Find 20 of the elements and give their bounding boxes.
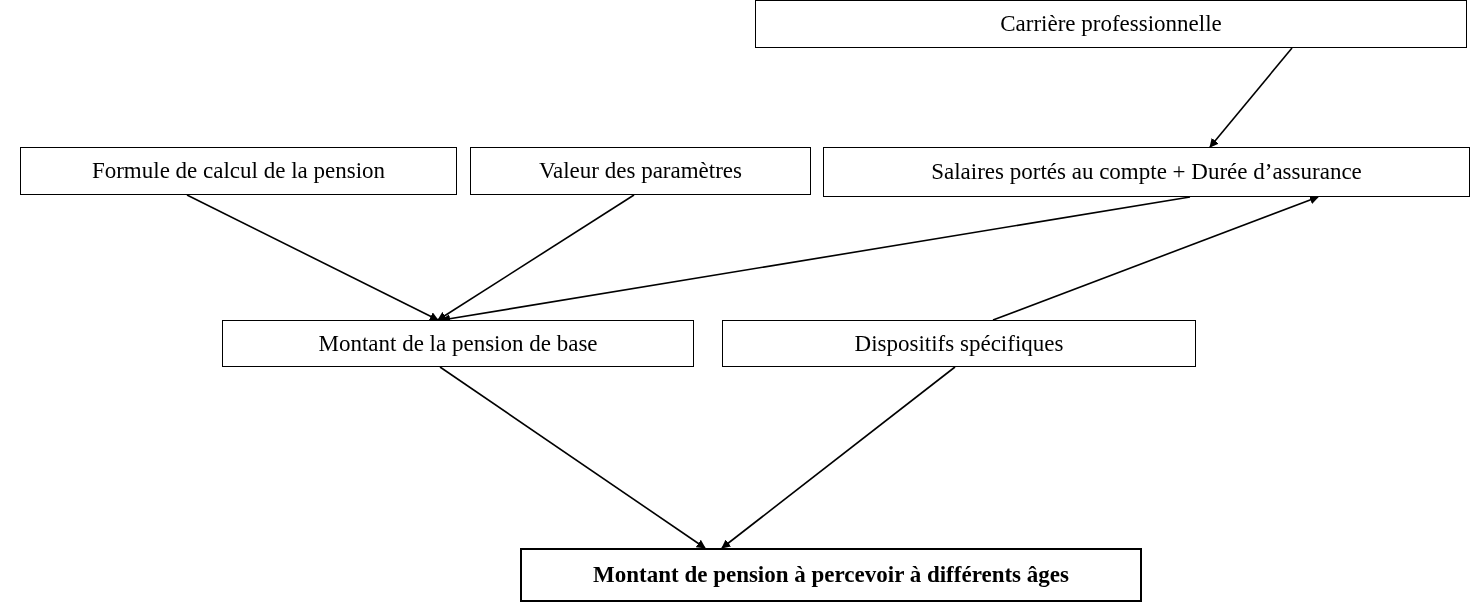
arrow (439, 366, 706, 549)
process-box (722, 320, 1196, 367)
process-box (823, 147, 1470, 197)
box-label: Carrière professionnelle (1000, 11, 1222, 37)
arrow (721, 366, 956, 549)
process-box (755, 0, 1467, 48)
arrow (437, 194, 635, 321)
arrow (1209, 47, 1293, 148)
process-box (20, 147, 457, 195)
arrow (186, 194, 439, 321)
process-box (520, 548, 1142, 602)
box-label: Dispositifs spécifiques (854, 330, 1064, 357)
process-box (222, 320, 694, 367)
box-label: Salaires portés au compte + Durée d’assurance (931, 159, 1362, 185)
box-label: Montant de pension à percevoir à différents âges (593, 562, 1069, 588)
box-label: Montant de la pension de base (318, 330, 598, 357)
box-label: Valeur des paramètres (538, 158, 743, 184)
process-box (470, 147, 811, 195)
arrow (992, 195, 1319, 321)
box-label: Formule de calcul de la pension (91, 158, 386, 184)
